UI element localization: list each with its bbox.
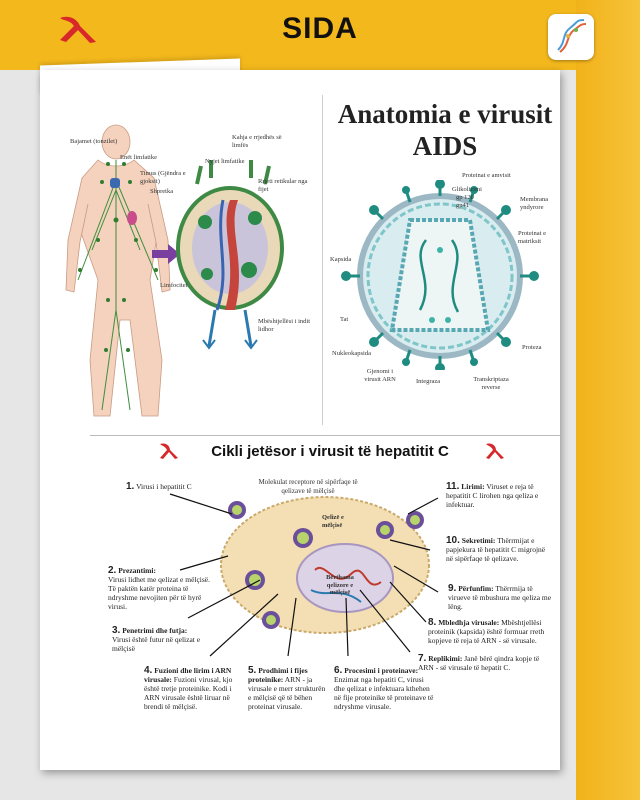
label-glikolizimi: Glikolizimi [452, 186, 482, 193]
label-shpretka: Shpretka [150, 188, 174, 195]
ribbon-left-icon [160, 443, 178, 459]
cycle-step-1: 1. Virusi i hepatitit C [126, 481, 236, 492]
cycle-step-5: 5. Prodhimi i fijes proteinike: ARN - ja… [248, 665, 330, 712]
logo-icon [548, 14, 594, 60]
label-kahja: Kahja e rrjedhës së limfës [232, 134, 282, 149]
cycle-step-2: 2. Prezantimi: Virusi lidhet me qelizat … [108, 565, 218, 612]
label-molekulat: Molekulat receptore në sipërfaqe të qeli… [258, 478, 358, 495]
step-name: Përfunfim: [458, 584, 494, 593]
step-name: Mbledhja virusale: [438, 618, 500, 627]
step-text: Virusi i hepatitit C [136, 482, 192, 491]
cycle-title: Cikli jetësor i virusit të hepatitit C [211, 443, 449, 460]
label-proteinat-matriksit: Proteinat e matriksit [518, 230, 546, 245]
ribbon-icon [60, 16, 96, 43]
step-text: Enzimat nga hepatiti C, virusi dhe qeliz… [334, 675, 434, 711]
step-name: Sekretimi: [461, 536, 496, 545]
step-name: Penetrimi dhe futja: [122, 626, 188, 635]
cycle-step-9: 9. Përfunfim: Thërrmija të virueve të mb… [448, 583, 554, 612]
step-text: Thërrmijat e papjekura të hepatitit C mi… [446, 536, 546, 563]
step-text: Fuzioni virusal, kjo është tretje protei… [144, 675, 233, 711]
label-gjenomi: Gjenomi i virusit ARN [364, 368, 396, 383]
panel-divider [322, 95, 323, 425]
cycle-step-6: 6. Procesimi i proteinave: Enzimat nga h… [334, 665, 434, 712]
section-divider [90, 435, 560, 436]
label-transkriptaza: Transkriptaza reverse [473, 376, 509, 391]
header-band [0, 0, 640, 70]
label-nyjet: Nyjet limfatike [205, 158, 245, 165]
label-enet: Enët limfatike [120, 154, 158, 161]
label-membrana: Membrana yndyrore [520, 196, 549, 211]
label-integraza: Integraza [416, 378, 441, 385]
step-text: Janë bërë qindra kopje të ARN - së virus… [418, 654, 540, 672]
step-text: Virusi është futur në qelizat e mëlçisë [112, 635, 201, 653]
step-number: 7. [418, 653, 427, 664]
cycle-arrows [169, 493, 439, 657]
step-text: Mbështjellësi proteinik (kapsida) është … [428, 618, 545, 645]
step-name: Procesimi i proteinave: [344, 666, 419, 675]
step-number: 3. [112, 625, 121, 636]
label-timus: Timus (Gjëndra e gjoksit) [140, 170, 186, 185]
step-text: Virusi lidhet me qelizat e mëlçisë. Të p… [108, 575, 211, 611]
step-name: Fuzioni dhe lirim i ARN virusale: [144, 666, 232, 684]
cycle-step-7: 7. Replikimi: Janë bërë qindra kopje të … [418, 653, 552, 673]
cycle-step-10: 10. Sekretimi: Thërrmijat e papjekura të… [446, 535, 554, 564]
body-illustration [65, 124, 171, 417]
label-limfocitet: Limfocitet [160, 282, 188, 289]
label-gp41: gp41 [456, 202, 469, 209]
cycle-step-3: 3. Penetrimi dhe futja: Virusi është fut… [112, 625, 216, 654]
lymph-node-illustration [176, 160, 284, 350]
purple-arrow [152, 244, 180, 264]
ribbon-right-icon [486, 443, 504, 459]
anatomy-title: Anatomia e virusit AIDS [337, 99, 553, 161]
step-name: Replikimi: [428, 654, 463, 663]
label-gp120: gp 120 [456, 194, 474, 201]
label-proteinat-envelope: Proteinat e amvisit [462, 172, 511, 179]
virus-illustration [341, 180, 539, 370]
step-number: 2. [108, 565, 117, 576]
step-text: ARN - ja virusale e merr strukturën e më… [248, 675, 326, 711]
label-tat: Tat [340, 316, 349, 323]
cycle-step-4: 4. Fuzioni dhe lirim i ARN virusale: Fuz… [144, 665, 244, 712]
label-bajamet: Bajamet (tonzilet) [70, 138, 118, 145]
label-berthama: Bërthama qelizore e mëlçisë [326, 574, 354, 596]
label-rrjeti: Rrjeti retikular nga fijet [258, 178, 308, 193]
step-number: 5. [248, 665, 257, 676]
step-number: 10. [446, 535, 460, 546]
step-number: 8. [428, 617, 437, 628]
label-nukleokapsida: Nukleokapsida [332, 350, 371, 357]
page-title: SIDA [282, 12, 358, 45]
step-text: Viruset e reja të hepatitit C lirohen ng… [446, 482, 539, 509]
step-number: 9. [448, 583, 457, 594]
side-band [576, 0, 640, 800]
label-mbeshtjellesi: Mbështjellësi i indit lidhor [258, 318, 310, 333]
step-number: 4. [144, 665, 153, 676]
step-number: 1. [126, 481, 135, 492]
step-name: Lirimi: [461, 482, 485, 491]
step-number: 6. [334, 665, 343, 676]
step-name: Prezantimi: [118, 566, 156, 575]
label-proteza: Proteza [522, 344, 542, 351]
step-number: 11. [446, 481, 460, 492]
label-qeliza: Qelizë e mëlçisë [322, 514, 344, 529]
label-kapsida: Kapsida [330, 256, 352, 263]
step-text: Thërrmija të virueve të mbushura me qeli… [448, 584, 552, 611]
cycle-step-8: 8. Mbledhja virusale: Mbështjellësi prot… [428, 617, 554, 646]
cycle-step-11: 11. Lirimi: Viruset e reja të hepatitit … [446, 481, 554, 510]
step-name: Prodhimi i fijes proteinike: [248, 666, 308, 684]
